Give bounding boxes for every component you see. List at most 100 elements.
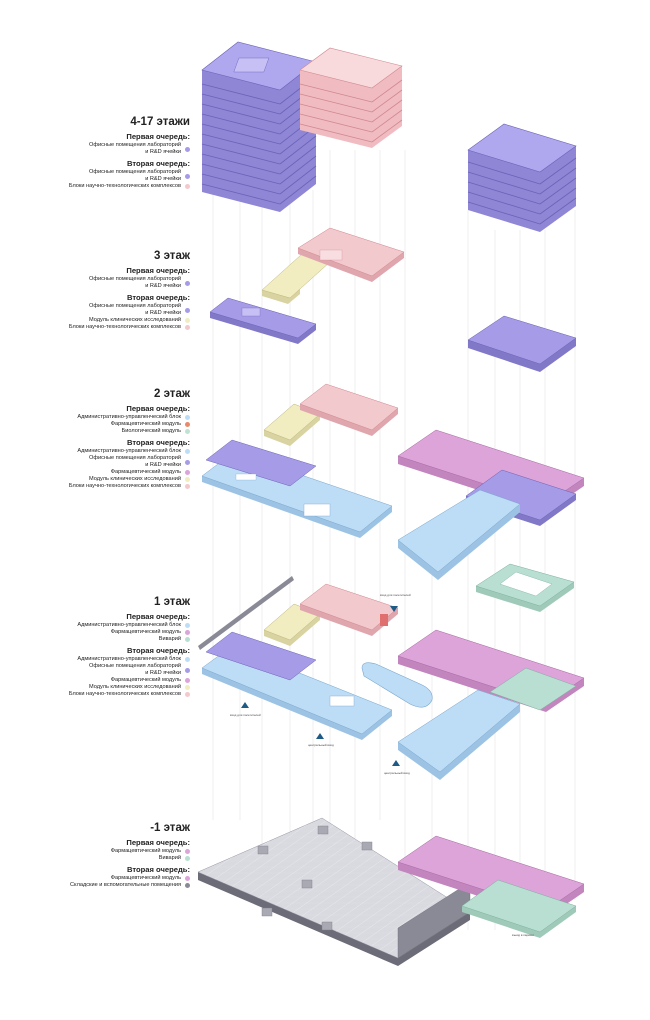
floor-minus1-parking xyxy=(197,817,471,966)
tower-right-pink xyxy=(299,47,403,148)
legend-item: Фармацевтический модуль xyxy=(0,469,190,476)
entrance-label-3: центральный вход xyxy=(308,743,334,747)
entrance-label-1: вход для посетителей xyxy=(380,593,411,597)
floor-3-pink-rd xyxy=(297,227,405,282)
legend-item: Блоки научно-технологических комплексов xyxy=(0,483,190,490)
legend-item: Фармацевтический модуль xyxy=(0,677,190,684)
legend-item: Административно-управленческий блок xyxy=(0,622,190,629)
floor-3-left-purple xyxy=(209,297,317,344)
legend-color-dot xyxy=(185,630,190,635)
legend-item-label: Биологический модуль xyxy=(121,428,181,434)
legend-color-dot xyxy=(185,678,190,683)
group-title: Вторая очередь: xyxy=(126,293,190,302)
legend-color-dot xyxy=(185,876,190,881)
legend-item-label: Блоки научно-технологических комплексов xyxy=(68,691,181,697)
legend-item: Фармацевтический модуль xyxy=(0,875,190,882)
legend-item-label: Административно-управленческий блок xyxy=(77,414,181,420)
legend-color-dot xyxy=(185,470,190,475)
legend-item: Фармацевтический модуль xyxy=(0,848,190,855)
legend-color-dot xyxy=(185,146,190,152)
legend-item: Офисные помещения лабораторий и R&D ячей… xyxy=(0,455,190,469)
legend-color-dot xyxy=(185,657,190,662)
legend-item: Офисные помещения лабораторий и R&D ячей… xyxy=(0,142,190,156)
legend-color-dot xyxy=(185,883,190,888)
legend-group: Вторая очередь:Офисные помещения лаборат… xyxy=(0,293,190,331)
legend-color-dot xyxy=(185,484,190,489)
group-title: Вторая очередь: xyxy=(126,865,190,874)
legend-group: Первая очередь:Офисные помещения лаборат… xyxy=(0,266,190,290)
legend-item-label: Офисные помещения лабораторий и R&D ячей… xyxy=(89,455,181,468)
legend-item: Офисные помещения лабораторий и R&D ячей… xyxy=(0,169,190,183)
legend-color-dot xyxy=(185,849,190,854)
legend-color-dot xyxy=(185,685,190,690)
legend-item-label: Модуль клинических исследований xyxy=(89,684,181,690)
legend-color-dot xyxy=(185,429,190,434)
floor-1-ramp xyxy=(198,576,294,650)
entrance-label-5: въезд в паркинг xyxy=(512,933,534,937)
legend-item: Фармацевтический модуль xyxy=(0,421,190,428)
legend-item-label: Виварий xyxy=(158,636,181,642)
legend-item-label: Модуль клинических исследований xyxy=(89,476,181,482)
level-title: 4-17 этажи xyxy=(130,116,190,128)
group-title: Первая очередь: xyxy=(126,838,190,847)
legend-item-label: Складские и вспомогательные помещения xyxy=(70,882,181,888)
group-title: Вторая очередь: xyxy=(126,438,190,447)
legend-color-dot xyxy=(185,280,190,286)
floor-2-left-complex xyxy=(201,439,393,538)
legend-color-dot xyxy=(185,173,190,179)
legend-item-label: Фармацевтический модуль xyxy=(110,875,181,881)
group-title: Вторая очередь: xyxy=(126,646,190,655)
legend-item: Блоки научно-технологических комплексов xyxy=(0,324,190,331)
legend-item-label: Фармацевтический модуль xyxy=(110,848,181,854)
floor-1-pink-rd xyxy=(299,583,399,636)
legend-color-dot xyxy=(185,184,190,189)
legend-item: Офисные помещения лабораторий и R&D ячей… xyxy=(0,663,190,677)
legend-color-dot xyxy=(185,477,190,482)
legend-item: Складские и вспомогательные помещения xyxy=(0,882,190,889)
legend-item-label: Фармацевтический модуль xyxy=(110,469,181,475)
legend-item-label: Блоки научно-технологических комплексов xyxy=(68,324,181,330)
legend-group: Первая очередь:Административно-управленч… xyxy=(0,612,190,643)
legend-item-label: Фармацевтический модуль xyxy=(110,629,181,635)
legend-item-label: Фармацевтический модуль xyxy=(110,677,181,683)
entrance-label-2: вход для посетителей xyxy=(230,713,261,717)
group-title: Первая очередь: xyxy=(126,132,190,141)
floor-minus1-vivarium xyxy=(461,879,577,938)
legend-color-dot xyxy=(185,637,190,642)
floor-2-right-admin xyxy=(397,489,521,580)
legend-item-label: Офисные помещения лабораторий и R&D ячей… xyxy=(89,663,181,676)
floor-3-right-purple xyxy=(467,315,577,372)
legend-item: Административно-управленческий блок xyxy=(0,414,190,421)
floor-3-yellow-clinical xyxy=(261,253,331,304)
legend-color-dot xyxy=(185,856,190,861)
legend-color-dot xyxy=(185,422,190,427)
legend-item-label: Фармацевтический модуль xyxy=(110,421,181,427)
legend-color-dot xyxy=(185,623,190,628)
legend-group: Первая очередь:Офисные помещения лаборат… xyxy=(0,132,190,156)
legend-item-label: Административно-управленческий блок xyxy=(77,622,181,628)
legend-group: Первая очередь:Административно-управленч… xyxy=(0,404,190,435)
legend-color-dot xyxy=(185,325,190,330)
legend-color-dot xyxy=(185,449,190,454)
legend-group: Вторая очередь:Административно-управленч… xyxy=(0,438,190,490)
level-title: 3 этаж xyxy=(154,250,190,262)
legend-color-dot xyxy=(185,667,190,673)
legend-item: Офисные помещения лабораторий и R&D ячей… xyxy=(0,276,190,290)
legend-item: Блоки научно-технологических комплексов xyxy=(0,183,190,190)
floor-1-capsule xyxy=(361,662,433,708)
legend-color-dot xyxy=(185,692,190,697)
group-title: Первая очередь: xyxy=(126,266,190,275)
legend-item-label: Офисные помещения лабораторий и R&D ячей… xyxy=(89,303,181,316)
floor-1-right-admin xyxy=(397,667,577,780)
tower-left-purple xyxy=(201,41,317,212)
legend-item: Биологический модуль xyxy=(0,428,190,435)
legend-item-label: Офисные помещения лабораторий и R&D ячей… xyxy=(89,276,181,289)
group-title: Вторая очередь: xyxy=(126,159,190,168)
